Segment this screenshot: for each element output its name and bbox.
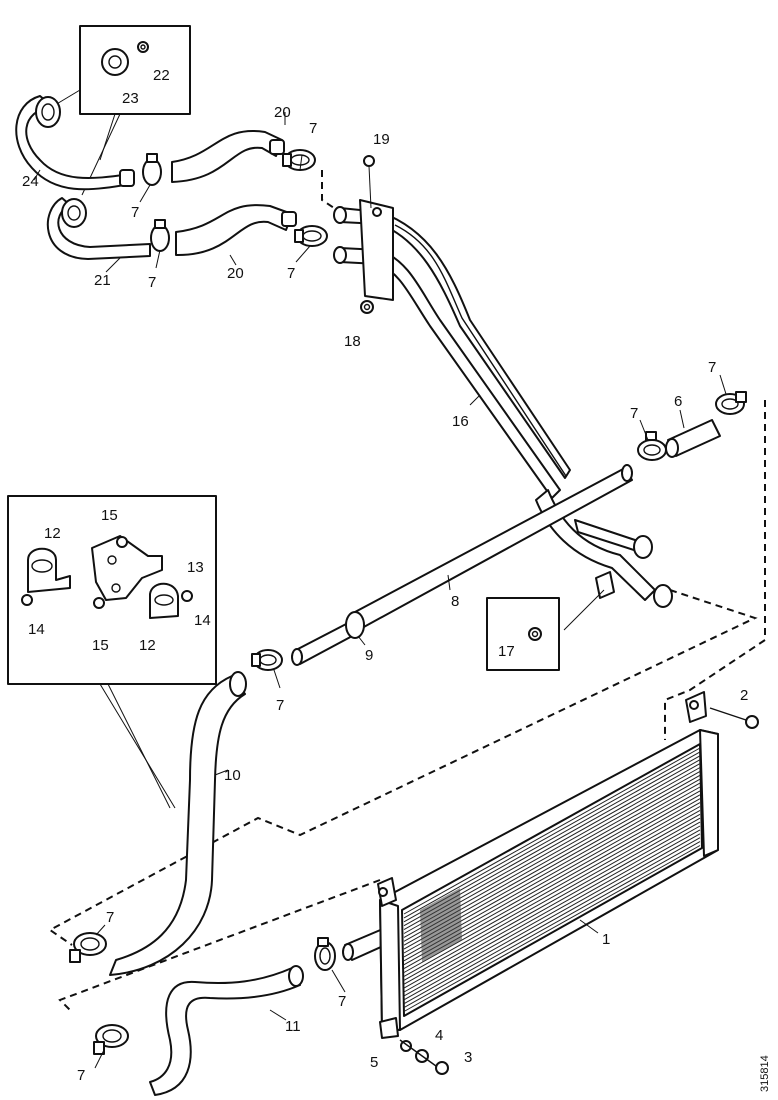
clamp-7-lower-right: [294, 225, 328, 247]
hose-21: [46, 197, 151, 260]
nut-15-bottom: [93, 597, 105, 609]
callout-7-g: 7: [276, 697, 284, 714]
radiator-fin-line: [403, 751, 701, 919]
callout-4: 4: [435, 1027, 443, 1044]
radiator-fin-line: [403, 841, 701, 1009]
inset-box-bracket-kit: [7, 495, 217, 809]
callout-7-h: 7: [106, 909, 114, 926]
bracket-12-right: [149, 582, 179, 619]
callout-24: 24: [22, 173, 39, 190]
callout-7-d: 7: [309, 120, 317, 137]
callout-10: 10: [224, 767, 241, 784]
radiator-fin-line: [403, 845, 701, 1012]
callout-9: 9: [365, 647, 373, 664]
callout-labels: 22 23 24 7 21 7 20 7 20 7 19 18 16 7 6 7…: [22, 67, 771, 1092]
callout-11: 11: [285, 1018, 301, 1035]
clamp-7-lower-left: [150, 219, 170, 252]
washer-5: [400, 1040, 412, 1052]
clamp-7-hose11-bottom: [93, 1024, 129, 1055]
callout-17: 17: [498, 643, 515, 660]
clamp-7-hose10: [251, 649, 283, 671]
inset-box-nut-washer: [54, 25, 191, 196]
hose-20-lower: [175, 204, 297, 257]
hose-10: [109, 671, 247, 976]
pipe-8: [291, 464, 633, 666]
callout-5: 5: [370, 1054, 378, 1071]
radiator-fin-line: [403, 806, 701, 973]
hose-11: [149, 965, 304, 1096]
callout-7-i: 7: [338, 993, 346, 1010]
callout-7-b: 7: [148, 274, 156, 291]
plate-13: [91, 535, 163, 601]
nut-15-top: [116, 536, 128, 548]
nut-14-left: [21, 594, 33, 606]
nut-23: [101, 48, 129, 76]
radiator-fin-line: [403, 809, 701, 977]
clamp-7-upper-right: [282, 149, 316, 171]
clamp-7-hose6-left: [637, 431, 667, 461]
callout-13: 13: [187, 559, 204, 576]
callout-7-f: 7: [630, 405, 638, 422]
dashed-assembly-lines: [48, 170, 766, 1013]
nut-18: [360, 300, 374, 314]
bolt-3: [399, 1039, 449, 1075]
callout-7-a: 7: [131, 204, 139, 221]
nut-19: [363, 155, 375, 209]
callout-7-j: 7: [77, 1067, 85, 1084]
callout-21: 21: [94, 272, 111, 289]
callout-15-top: 15: [101, 507, 118, 524]
bracket-12-left: [27, 547, 71, 593]
callout-6: 6: [674, 393, 682, 410]
callout-3: 3: [464, 1049, 472, 1066]
bolt-2: [709, 707, 759, 729]
radiator-fin-line: [403, 829, 701, 997]
callout-7-e: 7: [708, 359, 716, 376]
callout-19: 19: [373, 131, 390, 148]
radiator-fin-line: [403, 813, 701, 981]
callout-22: 22: [153, 67, 170, 84]
radiator-fin-line: [403, 837, 701, 1005]
callout-8: 8: [451, 593, 459, 610]
callout-12-left: 12: [44, 525, 61, 542]
hose-20-upper: [171, 129, 285, 183]
pipe-assembly-16: [333, 199, 673, 608]
callout-7-c: 7: [287, 265, 295, 282]
clamp-9: [345, 611, 365, 639]
callout-20-upper: 20: [274, 104, 291, 121]
nut-14-right: [181, 590, 193, 602]
leader-lines: [33, 112, 727, 1069]
washer-22: [137, 41, 149, 53]
callout-16: 16: [452, 413, 469, 430]
clamp-7-hose6-right: [715, 391, 747, 415]
inset-box-nut-17: [486, 597, 560, 671]
radiator-fin-line: [403, 825, 701, 993]
callout-1: 1: [602, 931, 610, 948]
clamp-7-hose10-bottom: [69, 932, 107, 963]
callout-15-bottom: 15: [92, 637, 109, 654]
clamp-7-hose11-top: [314, 937, 336, 971]
callout-2: 2: [740, 687, 748, 704]
callout-12-right: 12: [139, 637, 156, 654]
bracket-17-attachment: [563, 571, 615, 631]
radiator-fin-line: [403, 821, 701, 989]
callout-14-right: 14: [194, 612, 211, 629]
callout-18: 18: [344, 333, 361, 350]
callout-23: 23: [122, 90, 139, 107]
callout-14-left: 14: [28, 621, 45, 638]
hose-6: [665, 419, 721, 458]
clamp-7-upper-left: [142, 153, 162, 186]
radiator-fin-line: [403, 817, 701, 985]
radiator-fin-line: [403, 747, 701, 915]
hose-24: [15, 95, 135, 191]
radiator-fin-line: [403, 833, 701, 1001]
radiator-1: [377, 691, 719, 1039]
callout-20-lower: 20: [227, 265, 244, 282]
reference-code: 315814: [759, 1055, 771, 1092]
